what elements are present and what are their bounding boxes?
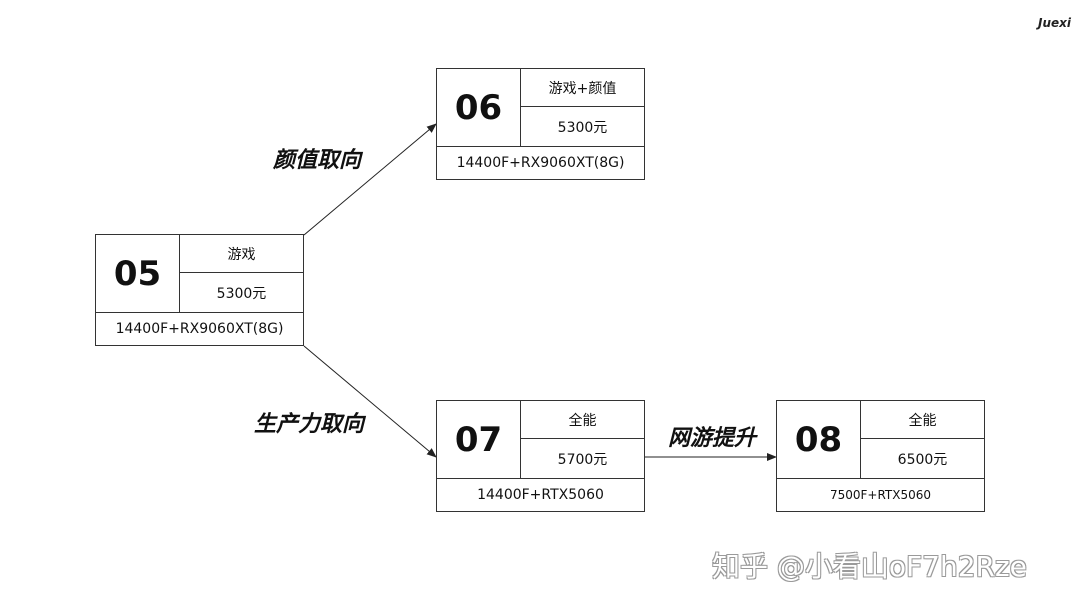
node-number: 06 <box>437 69 521 146</box>
build-node-06: 06 游戏+颜值 5300元 14400F+RX9060XT(8G) <box>436 68 645 180</box>
node-tag: 游戏+颜值 <box>521 69 644 107</box>
build-node-05: 05 游戏 5300元 14400F+RX9060XT(8G) <box>95 234 304 346</box>
node-number: 08 <box>777 401 861 478</box>
edge-label-productivity: 生产力取向 <box>254 412 365 437</box>
edge-label-aesthetics: 颜值取向 <box>273 148 362 173</box>
node-config: 7500F+RTX5060 <box>777 478 984 511</box>
node-tag: 全能 <box>521 401 644 439</box>
node-price: 5300元 <box>216 285 267 302</box>
arrow-05-to-06 <box>303 123 437 236</box>
build-node-07: 07 全能 5700元 14400F+RTX5060 <box>436 400 645 512</box>
node-config: 14400F+RX9060XT(8G) <box>96 312 303 345</box>
arrow-05-to-07 <box>303 345 437 458</box>
node-number: 05 <box>96 235 180 312</box>
node-price: 5700元 <box>557 451 608 468</box>
node-tag: 游戏 <box>180 235 303 273</box>
build-node-08: 08 全能 6500元 7500F+RTX5060 <box>776 400 985 512</box>
node-number: 07 <box>437 401 521 478</box>
edge-label-online-game-upgrade: 网游提升 <box>668 426 757 451</box>
node-tag: 全能 <box>861 401 984 439</box>
brand-label: Juexi <box>1038 16 1071 30</box>
node-price: 5300元 <box>557 119 608 136</box>
watermark: 知乎 @小看山oF7h2Rze <box>712 550 1027 583</box>
node-config: 14400F+RTX5060 <box>437 478 644 511</box>
node-config: 14400F+RX9060XT(8G) <box>437 146 644 179</box>
node-price: 6500元 <box>897 451 948 468</box>
